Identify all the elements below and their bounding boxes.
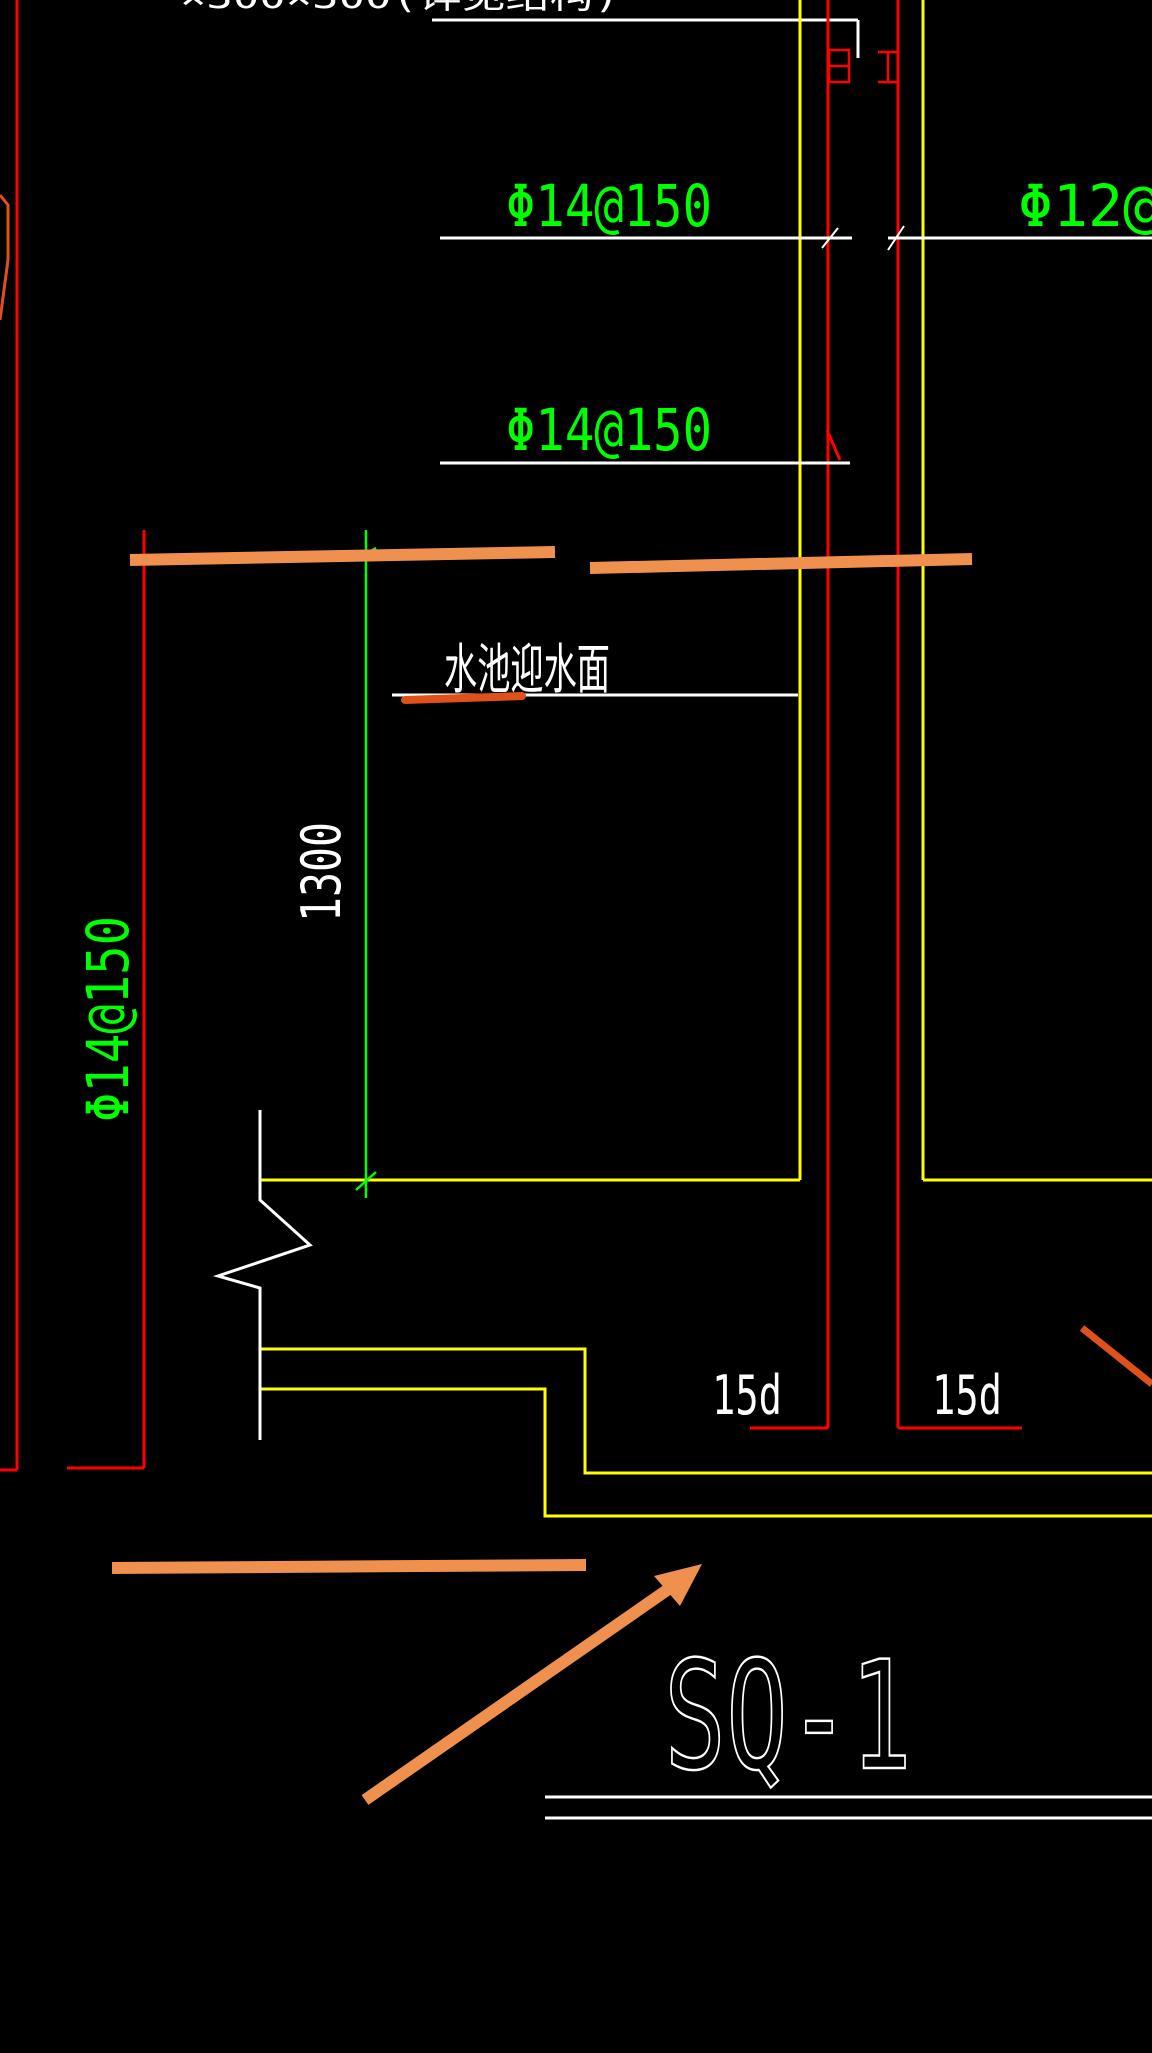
concrete-wall-outline: [260, 0, 1152, 1518]
rebar-label-2: Φ14@150: [506, 396, 712, 464]
markup-line-top-left: [129, 546, 556, 566]
orange-markups: [111, 546, 973, 1805]
water-level-label: 水池迎水面: [444, 638, 610, 701]
markup-slash-right: [1079, 1325, 1152, 1387]
break-line-symbol: [212, 1110, 313, 1440]
anchor-label-left: 15d: [712, 1364, 782, 1427]
section-id-label: SQ-1: [664, 1630, 912, 1804]
rebar-label-right-clipped: Φ12@: [1018, 172, 1152, 240]
markup-line-top-right: [589, 553, 973, 574]
rebar-callout-2: Φ14@150: [440, 396, 850, 465]
rebar-tick-1a: [821, 227, 839, 249]
markup-arrow-shaft: [361, 1583, 674, 1805]
markup-line-bottom: [111, 1559, 587, 1574]
left-red-border: [0, 0, 19, 1472]
anchor-label-right: 15d: [932, 1364, 1002, 1427]
water-level-markup: [401, 692, 526, 704]
top-clipped-label: ×300×300(详见结构): [180, 0, 620, 17]
rebar-label-vertical: Φ14@150: [74, 916, 142, 1122]
height-dimension-value: 1300: [290, 822, 353, 922]
markup-arrow-head: [654, 1564, 702, 1606]
rebar-label-1: Φ14@150: [506, 172, 712, 240]
rebar-callout-1: Φ14@150 Φ12@: [440, 172, 1152, 251]
